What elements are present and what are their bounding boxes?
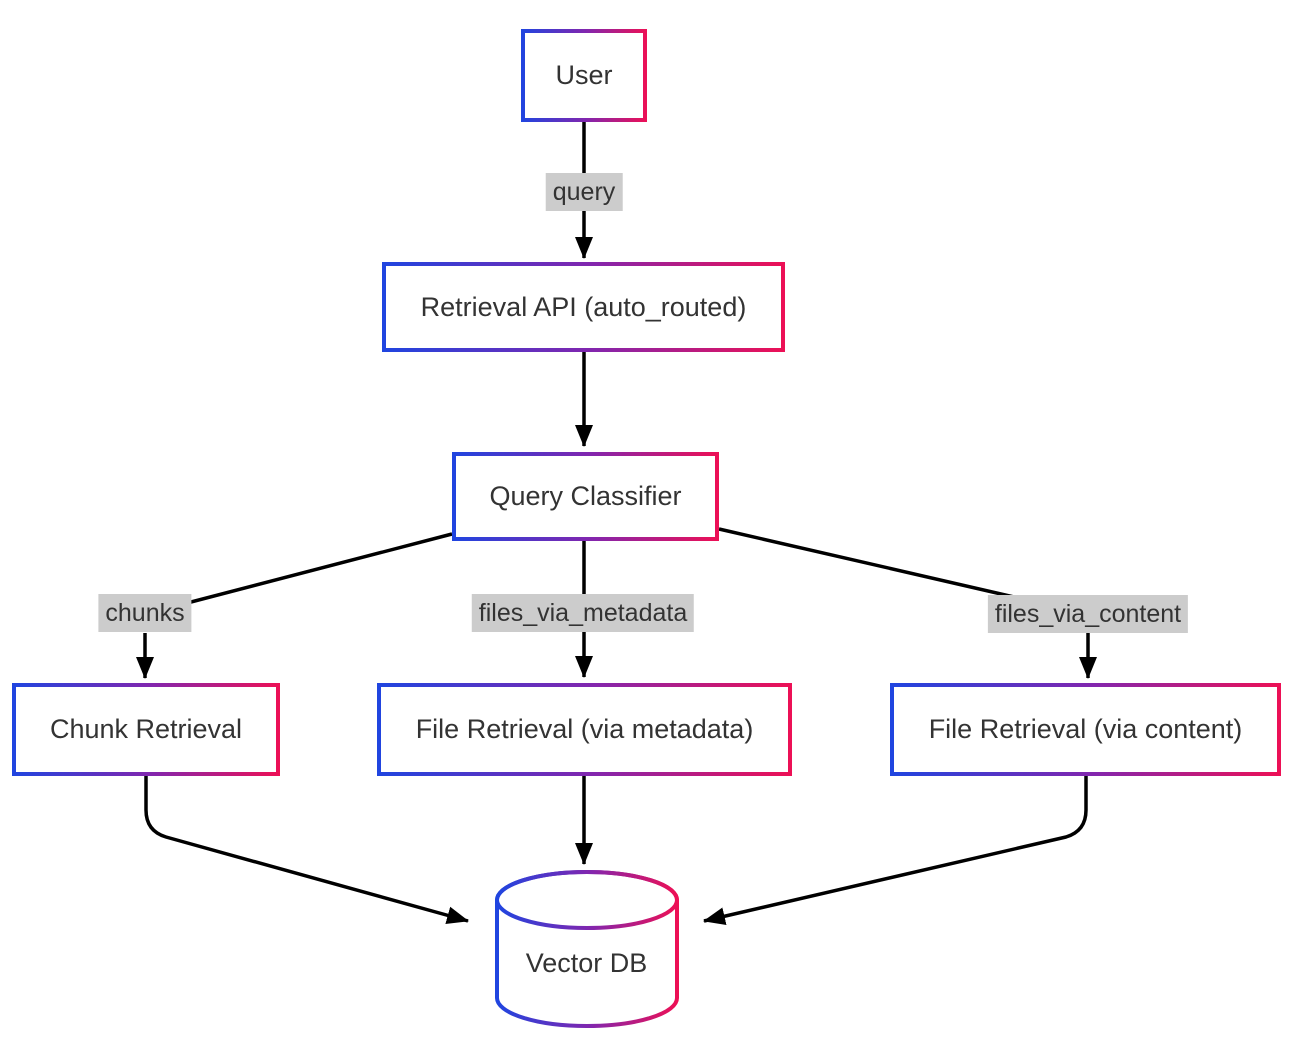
node-vector-db-label: Vector DB bbox=[525, 948, 648, 978]
node-file-retrieval-content-label: File Retrieval (via content) bbox=[894, 687, 1277, 772]
cylinder-top-ellipse bbox=[495, 870, 679, 930]
node-chunk-retrieval: Chunk Retrieval bbox=[12, 683, 280, 776]
node-file-retrieval-metadata-label: File Retrieval (via metadata) bbox=[381, 687, 788, 772]
edge-label-query: query bbox=[545, 173, 623, 211]
node-retrieval-api: Retrieval API (auto_routed) bbox=[382, 262, 785, 352]
edge-label-files-via-content: files_via_content bbox=[987, 595, 1189, 633]
node-query-classifier-label: Query Classifier bbox=[456, 456, 715, 537]
node-user-label: User bbox=[525, 33, 643, 118]
node-vector-db bbox=[495, 870, 679, 1028]
node-user: User bbox=[521, 29, 647, 122]
node-retrieval-api-label: Retrieval API (auto_routed) bbox=[386, 266, 781, 348]
edge-file-retrieval-content-to-vector-db bbox=[703, 776, 1088, 926]
node-file-retrieval-content: File Retrieval (via content) bbox=[890, 683, 1281, 776]
node-chunk-retrieval-label: Chunk Retrieval bbox=[16, 687, 276, 772]
edge-chunk-retrieval-to-vector-db bbox=[144, 776, 469, 925]
edge-query-classifier-to-chunks-label bbox=[144, 532, 453, 616]
node-file-retrieval-metadata: File Retrieval (via metadata) bbox=[377, 683, 792, 776]
edge-label-chunks: chunks bbox=[98, 594, 192, 632]
node-query-classifier: Query Classifier bbox=[452, 452, 719, 541]
edge-label-files-via-metadata: files_via_metadata bbox=[471, 594, 695, 632]
